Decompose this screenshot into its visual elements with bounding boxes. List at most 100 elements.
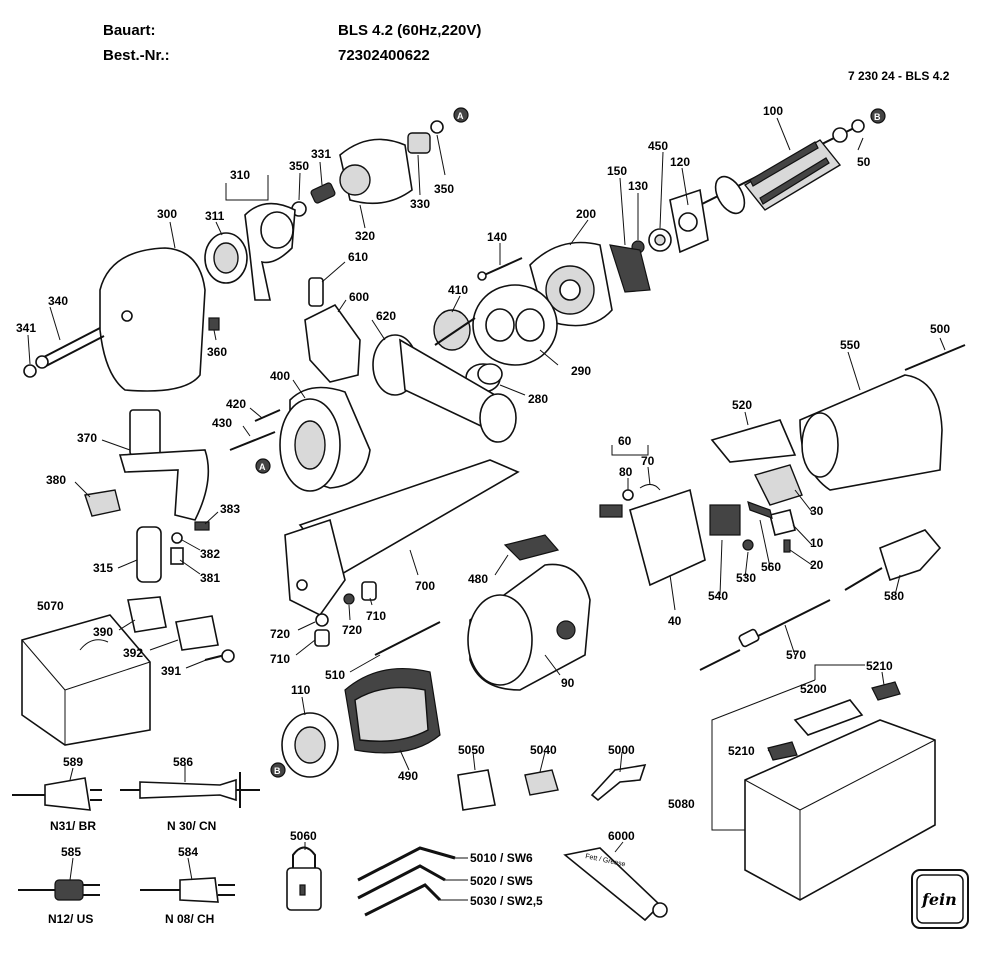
label-5010-sw6: 5010 / SW6 — [470, 851, 533, 865]
label-710-right: 710 — [366, 609, 386, 623]
screw-710-right — [361, 581, 377, 601]
bearing-50 — [851, 119, 865, 133]
label-5000: 5000 — [608, 743, 635, 757]
label-320: 320 — [355, 229, 375, 243]
screw-530 — [742, 539, 754, 551]
handle-5200 — [793, 699, 864, 736]
part-labels: 100 50 450 120 150 130 200 140 410 290 2… — [16, 104, 950, 926]
clamp-600 — [304, 303, 361, 383]
label-10: 10 — [810, 536, 824, 550]
label-5050: 5050 — [458, 743, 485, 757]
part-30 — [753, 464, 803, 506]
label-383: 383 — [220, 502, 240, 516]
cord-585 — [18, 879, 100, 901]
bearing-311 — [204, 232, 248, 284]
electronic-40 — [629, 488, 706, 587]
label-340: 340 — [48, 294, 68, 308]
label-5200: 5200 — [800, 682, 827, 696]
label-560: 560 — [761, 560, 781, 574]
label-80: 80 — [619, 465, 633, 479]
cable-570 — [699, 599, 831, 671]
label-5070: 5070 — [37, 599, 64, 613]
screw-140 — [477, 257, 523, 281]
handle-620 — [372, 334, 517, 443]
ring-341 — [23, 364, 37, 378]
label-710-left: 710 — [270, 652, 290, 666]
die-392 — [175, 615, 219, 651]
marker-b-bottom — [270, 762, 286, 778]
label-610: 610 — [348, 250, 368, 264]
die-390 — [127, 596, 167, 633]
label-6000: 6000 — [608, 829, 635, 843]
slider-510 — [374, 621, 441, 656]
label-350-right: 350 — [434, 182, 454, 196]
switch-480 — [503, 534, 560, 561]
label-n12-us: N12/ US — [48, 912, 93, 926]
washer-382 — [171, 532, 183, 544]
lock-5060 — [286, 846, 322, 911]
grease-tube-6000 — [563, 847, 668, 922]
label-586: 586 — [173, 755, 193, 769]
label-584: 584 — [178, 845, 198, 859]
plug-580 — [844, 529, 942, 591]
label-580: 580 — [884, 589, 904, 603]
marker-a-top-letter: A — [457, 111, 464, 121]
label-n31-br: N31/ BR — [50, 819, 96, 833]
motor-housing-90 — [467, 563, 591, 691]
eccentric-shaft-320 — [339, 138, 413, 205]
part-60 — [599, 504, 623, 518]
label-381: 381 — [200, 571, 220, 585]
label-570: 570 — [786, 648, 806, 662]
marker-b-bottom-letter: B — [274, 766, 281, 776]
label-5210-left: 5210 — [728, 744, 755, 758]
cord-586 — [120, 772, 260, 808]
screw-381 — [170, 547, 184, 565]
gasket-290 — [472, 284, 558, 366]
baffle-150 — [609, 244, 651, 293]
label-620: 620 — [376, 309, 396, 323]
latch-5210-left — [767, 741, 798, 761]
label-50: 50 — [857, 155, 871, 169]
cord-589 — [12, 777, 102, 811]
setscrew-360 — [208, 317, 220, 331]
part-560 — [747, 501, 773, 519]
bearing-450 — [648, 228, 672, 252]
label-331: 331 — [311, 147, 331, 161]
label-140: 140 — [487, 230, 507, 244]
field-coil-490 — [344, 667, 441, 754]
handle-shell-550 — [799, 374, 943, 491]
label-5040: 5040 — [530, 743, 557, 757]
fein-logo: fein — [911, 869, 969, 929]
label-600: 600 — [349, 290, 369, 304]
screw-391 — [204, 649, 235, 663]
pin-340 — [35, 327, 105, 369]
bracket-5200 — [814, 664, 865, 680]
keys — [357, 846, 456, 917]
label-720-right: 720 — [342, 623, 362, 637]
washer-720-left — [315, 613, 329, 627]
label-280: 280 — [528, 392, 548, 406]
label-370: 370 — [77, 431, 97, 445]
label-90: 90 — [561, 676, 575, 690]
label-150: 150 — [607, 164, 627, 178]
label-410: 410 — [448, 283, 468, 297]
label-5020-sw5: 5020 / SW5 — [470, 874, 533, 888]
marker-b-top-letter: B — [874, 112, 881, 122]
switch-540 — [709, 504, 741, 536]
washer-720-right — [343, 593, 355, 605]
label-30: 30 — [810, 504, 824, 518]
screw-430 — [229, 431, 276, 451]
label-550: 550 — [840, 338, 860, 352]
bracket-5080-bottom — [711, 800, 745, 831]
blade-700 — [284, 459, 520, 617]
label-350-left: 350 — [289, 159, 309, 173]
label-392: 392 — [123, 646, 143, 660]
label-450: 450 — [648, 139, 668, 153]
label-20: 20 — [810, 558, 824, 572]
label-341: 341 — [16, 321, 36, 335]
washer-350-right — [430, 120, 444, 134]
bearing-331 — [310, 182, 336, 204]
label-311: 311 — [205, 209, 225, 223]
brush-holder-110 — [281, 712, 339, 778]
